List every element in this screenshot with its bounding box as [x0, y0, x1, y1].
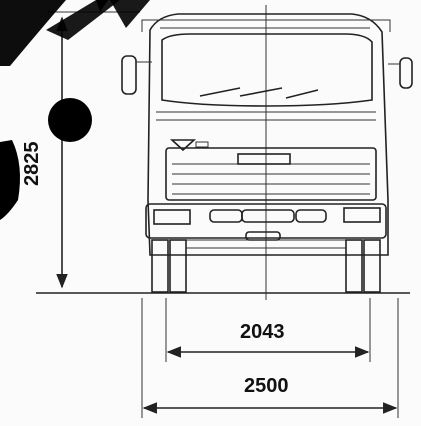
- height-label: 2825: [21, 142, 43, 187]
- right-headlight: [343, 207, 381, 223]
- left-mirror: [121, 55, 137, 95]
- track-label: 2043: [240, 321, 285, 343]
- right-mirror: [399, 57, 413, 89]
- grille: [165, 147, 377, 201]
- left-wheels: [151, 239, 187, 293]
- width-label: 2500: [244, 375, 289, 397]
- height-dimension: 2825: [21, 11, 140, 289]
- front-bumper: [145, 203, 387, 241]
- track-dimension: 2043: [165, 298, 371, 362]
- windshield: [161, 33, 373, 107]
- right-wheels: [345, 239, 381, 293]
- cab-emblem: [169, 139, 197, 152]
- left-headlight: [153, 209, 191, 225]
- truck-cab: [121, 13, 413, 293]
- brand-plate: [237, 153, 291, 165]
- watermark-logo-icon: [0, 0, 150, 220]
- width-dimension: 2500: [141, 298, 399, 418]
